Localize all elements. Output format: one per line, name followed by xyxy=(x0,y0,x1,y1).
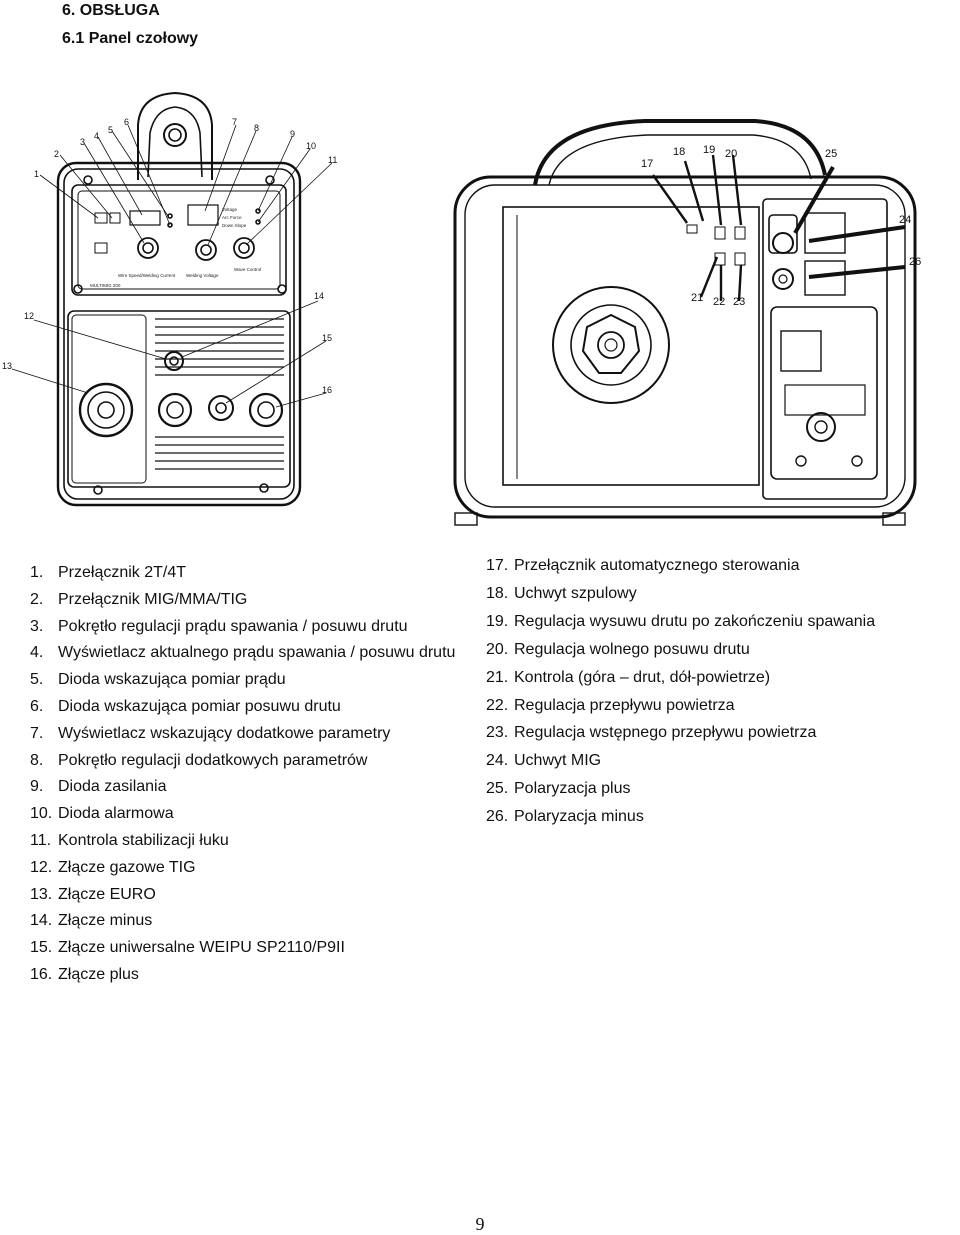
section-heading: 6. OBSŁUGA xyxy=(62,2,160,19)
callout-4: 4 xyxy=(94,131,99,141)
callout-26: 26 xyxy=(909,256,921,268)
panel-label-arc-force: Arc Force xyxy=(222,215,242,220)
callout-6: 6 xyxy=(124,117,129,127)
legend-item: 26.Polaryzacja minus xyxy=(486,808,644,826)
legend-left: 1.Przełącznik 2T/4T 2.Przełącznik MIG/MM… xyxy=(30,560,455,989)
legend-item: 25.Polaryzacja plus xyxy=(486,780,631,798)
panel-label-model: MULTIMIG 200 xyxy=(90,283,121,288)
legend-item: 14.Złącze minus xyxy=(30,912,153,930)
legend-item: 7.Wyświetlacz wskazujący dodatkowe param… xyxy=(30,724,391,742)
legend-right: 17.Przełącznik automatycznego sterowania… xyxy=(486,552,875,831)
legend-item: 8.Pokrętło regulacji dodatkowych paramet… xyxy=(30,751,368,769)
callout-3: 3 xyxy=(80,137,85,147)
callout-5: 5 xyxy=(108,125,113,135)
legend-item: 19.Regulacja wysuwu drutu po zakończeniu… xyxy=(486,612,876,630)
callout-19: 19 xyxy=(703,144,715,156)
front-panel-diagram: 1 2 3 4 5 6 7 8 9 10 11 12 13 14 15 16 V… xyxy=(2,91,337,507)
legend-item: 20.Regulacja wolnego posuwu drutu xyxy=(486,640,750,658)
callout-10: 10 xyxy=(306,141,316,151)
callout-25: 25 xyxy=(825,148,837,160)
callout-21: 21 xyxy=(691,292,703,304)
callout-11: 11 xyxy=(328,155,337,165)
legend-item: 2.Przełącznik MIG/MMA/TIG xyxy=(30,590,248,608)
callout-15: 15 xyxy=(322,333,332,343)
page-number: 9 xyxy=(475,1214,485,1234)
legend-item: 23.Regulacja wstępnego przepływu powietr… xyxy=(486,724,817,742)
panel-label-voltage: Voltage xyxy=(222,207,238,212)
callout-17: 17 xyxy=(641,158,653,170)
legend-item: 12.Złącze gazowe TIG xyxy=(30,858,196,876)
legend-item: 6.Dioda wskazująca pomiar posuwu drutu xyxy=(30,697,341,715)
panel-label-speed: Wire Speed/Welding Current xyxy=(118,273,176,278)
callout-12: 12 xyxy=(24,311,34,321)
legend-item: 13.Złącze EURO xyxy=(30,885,156,903)
legend-item: 18.Uchwyt szpulowy xyxy=(486,584,637,602)
legend-item: 1.Przełącznik 2T/4T xyxy=(30,564,187,581)
legend-item: 5.Dioda wskazująca pomiar prądu xyxy=(30,671,286,689)
legend-item: 16.Złącze plus xyxy=(30,965,139,983)
legend-item: 17.Przełącznik automatycznego sterowania xyxy=(486,557,800,574)
legend-item: 15.Złącze uniwersalne WEIPU SP2110/P9II xyxy=(30,939,345,957)
panel-label-down-slope: Down Slope xyxy=(222,223,247,228)
callout-20: 20 xyxy=(725,148,737,160)
callout-9: 9 xyxy=(290,129,295,139)
panel-label-inductance: Welding Voltage xyxy=(186,273,219,278)
legend-item: 21.Kontrola (góra – drut, dół-powietrze) xyxy=(486,668,771,686)
legend-item: 4.Wyświetlacz aktualnego prądu spawania … xyxy=(30,644,456,662)
callout-23: 23 xyxy=(733,296,745,308)
legend-item: 10.Dioda alarmowa xyxy=(30,805,174,823)
callout-2: 2 xyxy=(54,149,59,159)
callout-8: 8 xyxy=(254,123,259,133)
panel-label-wave: Wave Control xyxy=(234,267,261,272)
callout-1: 1 xyxy=(34,169,39,179)
legend-item: 9.Dioda zasilania xyxy=(30,778,167,796)
legend-item: 22.Regulacja przepływu powietrza xyxy=(486,696,735,714)
legend-item: 11.Kontrola stabilizacji łuku xyxy=(30,831,229,849)
side-panel-diagram: 17 18 19 20 21 22 23 24 25 26 xyxy=(453,119,921,526)
legend-item: 3.Pokrętło regulacji prądu spawania / po… xyxy=(30,617,408,635)
callout-14: 14 xyxy=(314,291,324,301)
callout-22: 22 xyxy=(713,296,725,308)
callout-16: 16 xyxy=(322,385,332,395)
section-subheading: 6.1 Panel czołowy xyxy=(62,30,199,47)
callout-24: 24 xyxy=(899,214,911,226)
callout-13: 13 xyxy=(2,361,12,371)
callout-7: 7 xyxy=(232,117,237,127)
callout-18: 18 xyxy=(673,146,685,158)
legend-item: 24.Uchwyt MIG xyxy=(486,752,602,770)
